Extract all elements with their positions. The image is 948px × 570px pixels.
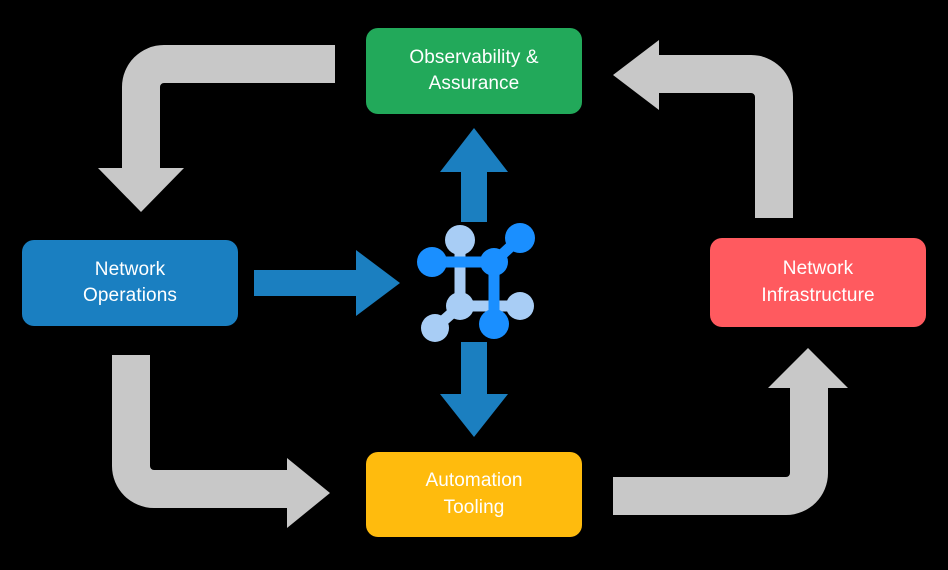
- network-mesh-icon[interactable]: [416, 218, 542, 344]
- node-observability-and-assurance[interactable]: Observability & Assurance: [366, 28, 582, 114]
- arrow-center-to-automation-tooling: [440, 342, 508, 437]
- arrow-network-operations-to-automation-tooling: [112, 355, 330, 528]
- node-network-operations[interactable]: Network Operations: [22, 240, 238, 326]
- arrow-automation-tooling-to-network-infrastructure: [613, 348, 848, 515]
- node-automation-tooling[interactable]: Automation Tooling: [366, 452, 582, 537]
- mesh-nodes-secondary: [421, 225, 534, 342]
- arrow-observability-to-network-operations: [98, 45, 335, 212]
- arrow-network-operations-to-center: [254, 250, 400, 316]
- mesh-nodes-primary: [417, 223, 535, 339]
- arrow-center-to-observability: [440, 128, 508, 222]
- arrow-network-infrastructure-to-observability: [613, 40, 793, 218]
- node-network-infrastructure[interactable]: Network Infrastructure: [710, 238, 926, 327]
